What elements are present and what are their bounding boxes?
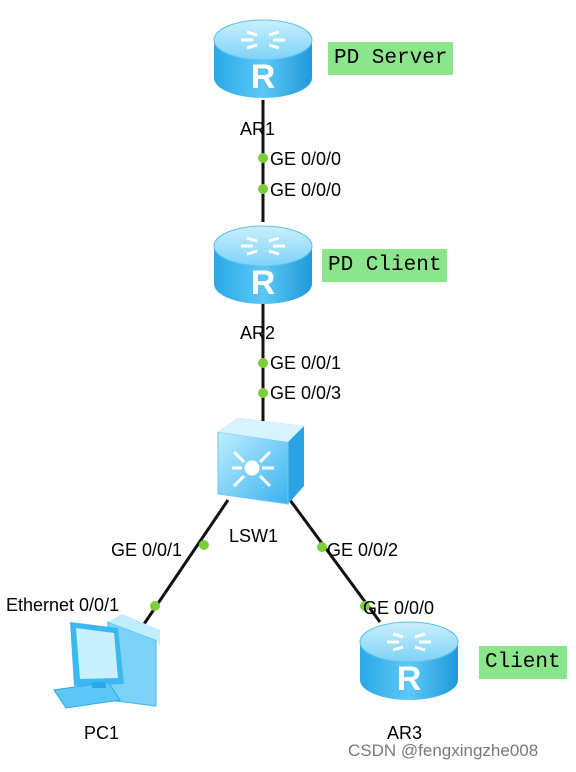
port-label-lsw1-ge002: GE 0/0/2 — [327, 540, 399, 560]
router-icon[interactable]: R — [359, 621, 459, 700]
port-dot-ar3-ge000 — [360, 601, 370, 611]
svg-text:R: R — [251, 58, 276, 96]
device-label-ar2: AR2 — [240, 323, 276, 343]
port-label-pc1-eth001: Ethernet 0/0/1 — [6, 595, 120, 615]
pc-icon[interactable] — [53, 614, 160, 709]
device-label-ar3: AR3 — [387, 723, 423, 743]
svg-text:R: R — [251, 264, 276, 302]
role-tag-ar2: PD Client — [322, 249, 448, 282]
port-label-ar3-ge000: GE 0/0/0 — [363, 598, 435, 618]
role-tag-ar3: Client — [479, 646, 567, 679]
port-label-lsw1-ge003: GE 0/0/3 — [270, 383, 342, 403]
device-label-ar1: AR1 — [240, 119, 276, 139]
device-label-lsw1: LSW1 — [229, 526, 279, 546]
port-dot-ar2-ge000 — [258, 184, 268, 194]
device-label-pc1: PC1 — [84, 723, 120, 743]
port-label-lsw1-ge001: GE 0/0/1 — [111, 540, 183, 560]
port-label-ar2-ge000: GE 0/0/0 — [270, 180, 342, 200]
watermark: CSDN @fengxingzhe008 — [348, 741, 539, 760]
switch-icon[interactable] — [217, 418, 304, 505]
port-dot-ar1-ge000 — [258, 153, 268, 163]
port-dot-lsw1-ge002 — [317, 542, 327, 552]
port-dot-ar2-ge001 — [258, 358, 268, 368]
svg-text:R: R — [397, 660, 422, 698]
port-dot-lsw1-ge003 — [258, 388, 268, 398]
role-tag-ar1: PD Server — [328, 42, 454, 75]
router-icon[interactable]: R — [213, 225, 313, 304]
port-dot-pc1-eth001 — [150, 601, 160, 611]
port-dot-lsw1-ge001 — [199, 540, 209, 550]
router-icon[interactable]: R — [213, 19, 313, 98]
port-label-ar1-ge000: GE 0/0/0 — [270, 149, 342, 169]
port-label-ar2-ge001: GE 0/0/1 — [270, 353, 342, 373]
